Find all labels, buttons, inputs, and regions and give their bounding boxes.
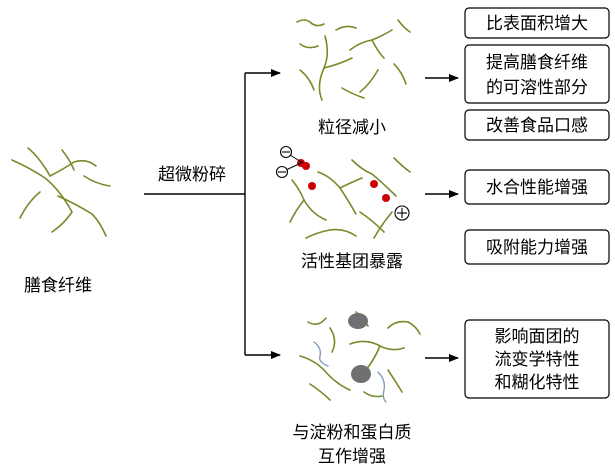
effect-box-hydration: 水合性能增强 — [464, 169, 610, 205]
branch-3-label-line-1: 与淀粉和蛋白质 — [293, 423, 412, 443]
effect-dough-line-2: 流变学特性 — [495, 350, 580, 370]
effect-surface-area: 比表面积增大 — [486, 14, 588, 34]
plus-circle-icon — [394, 205, 410, 221]
minus-circle-icon — [275, 145, 304, 179]
branch-1-label: 粒径减小 — [318, 118, 386, 138]
effect-soluble-line-2: 的可溶性部分 — [486, 78, 588, 98]
effect-box-mouthfeel: 改善食品口感 — [464, 109, 610, 141]
effect-mouthfeel: 改善食品口感 — [486, 116, 588, 136]
source-label: 膳食纤维 — [24, 276, 92, 296]
active-group-fiber-icon — [289, 157, 411, 239]
effect-dough-line-1: 影响面团的 — [495, 327, 580, 347]
particles — [348, 313, 371, 383]
source-fiber-icon — [11, 147, 111, 237]
process-label: 超微粉碎 — [158, 165, 226, 185]
effect-box-adsorption: 吸附能力增强 — [464, 229, 610, 265]
reactive-dots — [297, 159, 390, 202]
effect-soluble-line-1: 提高膳食纤维 — [486, 53, 588, 73]
branch-3-label-line-2: 互作增强 — [318, 447, 386, 467]
branch-2-label: 活性基团暴露 — [301, 252, 403, 272]
effect-box-dough-properties: 影响面团的 流变学特性 和糊化特性 — [464, 319, 610, 399]
effect-box-surface-area: 比表面积增大 — [464, 7, 610, 39]
effect-box-soluble-fraction: 提高膳食纤维 的可溶性部分 — [464, 44, 610, 104]
effect-hydration: 水合性能增强 — [486, 178, 588, 198]
small-particle-fiber-icon — [296, 19, 411, 101]
flow-connectors — [144, 69, 281, 359]
blue-fiber-strands — [313, 341, 387, 403]
effect-adsorption: 吸附能力增强 — [486, 238, 588, 258]
effect-dough-line-3: 和糊化特性 — [495, 373, 580, 393]
